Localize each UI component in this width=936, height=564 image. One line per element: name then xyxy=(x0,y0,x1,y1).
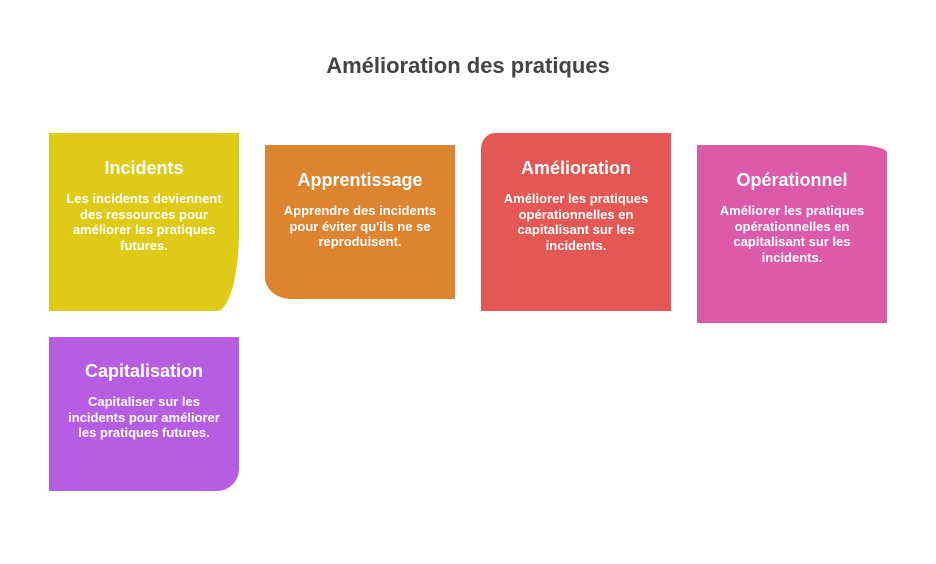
card-text: Apprendre des incidents pour éviter qu'i… xyxy=(283,203,437,249)
card-heading: Opérationnel xyxy=(736,170,848,190)
card-heading: Capitalisation xyxy=(84,361,204,381)
card-text: Capitaliser sur les incidents pour améli… xyxy=(68,394,220,440)
card-heading: Incidents xyxy=(104,158,184,178)
card-amelioration: Amélioration Améliorer les pratiques opé… xyxy=(481,133,671,311)
card-operationnel: Opérationnel Améliorer les pratiques opé… xyxy=(697,145,887,323)
card-text: Améliorer les pratiques opérationnelles … xyxy=(719,203,865,265)
card-heading: Amélioration xyxy=(520,158,631,178)
card-heading: Apprentissage xyxy=(297,170,423,190)
card-apprentissage: Apprentissage Apprendre des incidents po… xyxy=(265,145,455,299)
card-capitalisation: Capitalisation Capitaliser sur les incid… xyxy=(49,337,239,491)
card-incidents: Incidents Les incidents deviennent des r… xyxy=(49,133,239,311)
card-text: Les incidents deviennent des ressources … xyxy=(66,191,222,253)
diagram-title: Amélioration des pratiques xyxy=(326,53,610,78)
card-text: Améliorer les pratiques opérationnelles … xyxy=(503,191,649,253)
